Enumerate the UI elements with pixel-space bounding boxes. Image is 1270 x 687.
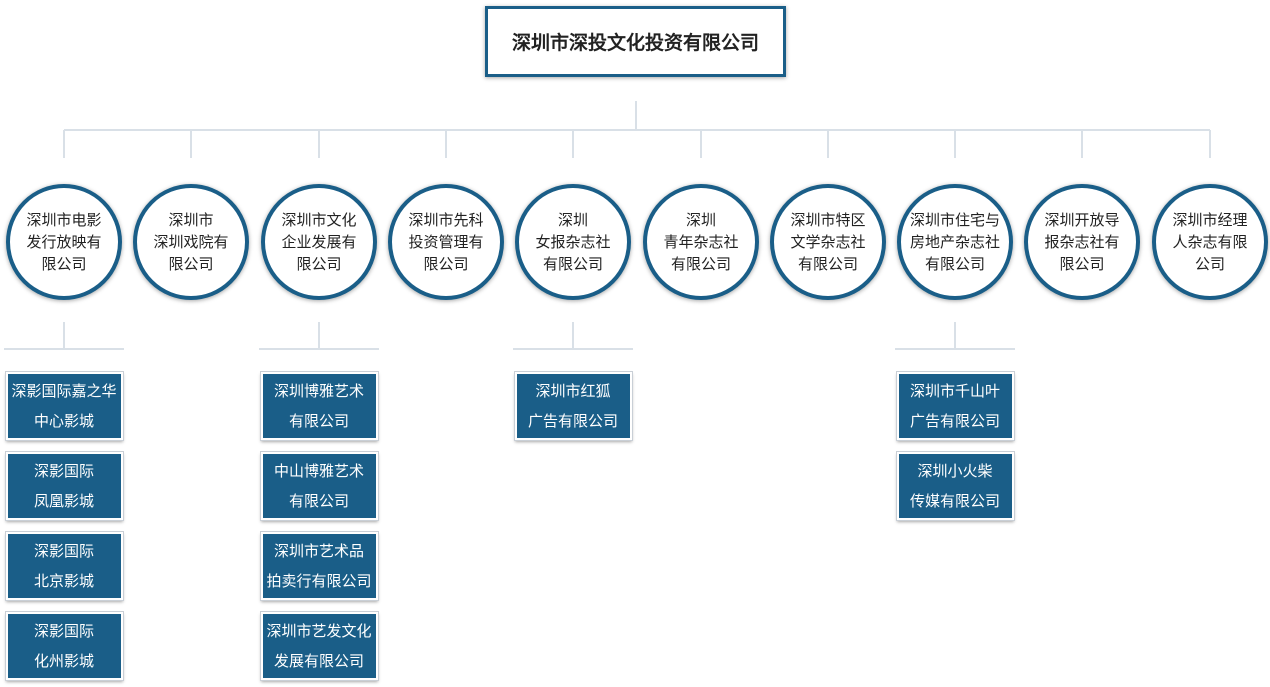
company-node-label: 深圳市住宅与 房地产杂志社 有限公司: [909, 211, 1000, 273]
company-node-label: 深圳 女报杂志社 有限公司: [535, 211, 611, 273]
company-node: 深圳市经理 人杂志有限 公司: [1152, 184, 1268, 300]
company-node-label: 深圳市电影 发行放映有 限公司: [26, 211, 102, 273]
company-node: 深圳 青年杂志社 有限公司: [643, 184, 759, 300]
company-node: 深圳开放导 报杂志社有 限公司: [1024, 184, 1140, 300]
subsidiary-node: 深圳市千山叶 广告有限公司: [895, 371, 1015, 441]
company-node-label: 深圳市特区 文学杂志社 有限公司: [790, 211, 866, 273]
subsidiary-node-label: 深影国际 化州影城: [33, 622, 94, 670]
company-node-label: 深圳市先科 投资管理有 限公司: [408, 211, 484, 273]
subsidiary-node-label: 深圳市艺发文化 发展有限公司: [266, 622, 372, 670]
subsidiary-node-label: 深圳市艺术品 拍卖行有限公司: [266, 542, 372, 590]
subsidiary-node-label: 深影国际 北京影城: [33, 542, 94, 590]
root-node: 深圳市深投文化投资有限公司: [485, 6, 786, 77]
subsidiary-node: 深圳市艺术品 拍卖行有限公司: [259, 531, 379, 601]
company-node-label: 深圳市经理 人杂志有限 公司: [1172, 211, 1248, 273]
company-node-label: 深圳市 深圳戏院有 限公司: [153, 211, 229, 273]
subsidiary-node-label: 中山博雅艺术 有限公司: [273, 462, 364, 510]
subsidiary-node: 深圳小火柴 传媒有限公司: [895, 451, 1015, 521]
company-node: 深圳 女报杂志社 有限公司: [515, 184, 631, 300]
subsidiary-node-label: 深影国际 凤凰影城: [33, 462, 94, 510]
company-node-label: 深圳市文化 企业发展有 限公司: [281, 211, 357, 273]
subsidiary-node-label: 深圳市千山叶 广告有限公司: [909, 382, 1000, 430]
subsidiary-node: 深影国际 化州影城: [4, 611, 124, 681]
subsidiary-node: 中山博雅艺术 有限公司: [259, 451, 379, 521]
subsidiary-node: 深圳市红狐 广告有限公司: [513, 371, 633, 441]
company-node: 深圳市先科 投资管理有 限公司: [388, 184, 504, 300]
subsidiary-node: 深圳市艺发文化 发展有限公司: [259, 611, 379, 681]
subsidiary-node: 深影国际嘉之华 中心影城: [4, 371, 124, 441]
subsidiary-node-label: 深影国际嘉之华 中心影城: [11, 382, 117, 430]
subsidiary-node-label: 深圳小火柴 传媒有限公司: [909, 462, 1000, 510]
company-node-label: 深圳 青年杂志社 有限公司: [663, 211, 739, 273]
subsidiary-node: 深影国际 北京影城: [4, 531, 124, 601]
subsidiary-node: 深圳博雅艺术 有限公司: [259, 371, 379, 441]
company-node: 深圳市住宅与 房地产杂志社 有限公司: [897, 184, 1013, 300]
company-node: 深圳市特区 文学杂志社 有限公司: [770, 184, 886, 300]
root-node-label: 深圳市深投文化投资有限公司: [511, 32, 759, 54]
subsidiary-node-label: 深圳市红狐 广告有限公司: [527, 382, 618, 430]
subsidiary-node-label: 深圳博雅艺术 有限公司: [273, 382, 364, 430]
subsidiary-node: 深影国际 凤凰影城: [4, 451, 124, 521]
company-node-label: 深圳开放导 报杂志社有 限公司: [1044, 211, 1120, 273]
company-node: 深圳市电影 发行放映有 限公司: [6, 184, 122, 300]
company-node: 深圳市文化 企业发展有 限公司: [261, 184, 377, 300]
company-node: 深圳市 深圳戏院有 限公司: [133, 184, 249, 300]
